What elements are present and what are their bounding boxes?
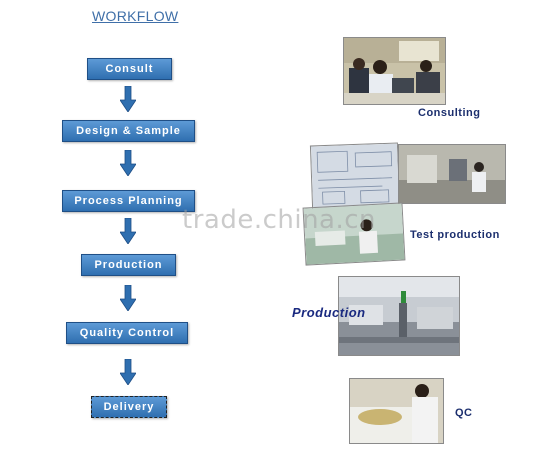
step-process-planning: Process Planning [62, 190, 195, 212]
step-design-sample: Design & Sample [62, 120, 195, 142]
down-arrow-icon [120, 218, 136, 244]
workflow-title: WORKFLOW [92, 8, 179, 24]
watermark-text: trade.china.cn [182, 205, 377, 235]
test-line-photo [398, 144, 506, 204]
production-photo [338, 276, 460, 356]
qc-caption: QC [455, 407, 473, 419]
blueprint-photo [309, 142, 401, 210]
production-caption: Production [292, 305, 366, 320]
consulting-photo [343, 37, 446, 105]
step-consult: Consult [87, 58, 172, 80]
step-delivery: Delivery [91, 396, 167, 418]
down-arrow-icon [120, 86, 136, 112]
down-arrow-icon [120, 150, 136, 176]
down-arrow-icon [120, 359, 136, 385]
consulting-caption: Consulting [418, 107, 481, 119]
test-production-photo [302, 202, 406, 266]
step-production: Production [81, 254, 176, 276]
down-arrow-icon [120, 285, 136, 311]
test-production-caption: Test production [410, 229, 500, 241]
step-quality-control: Quality Control [66, 322, 188, 344]
qc-photo [349, 378, 444, 444]
